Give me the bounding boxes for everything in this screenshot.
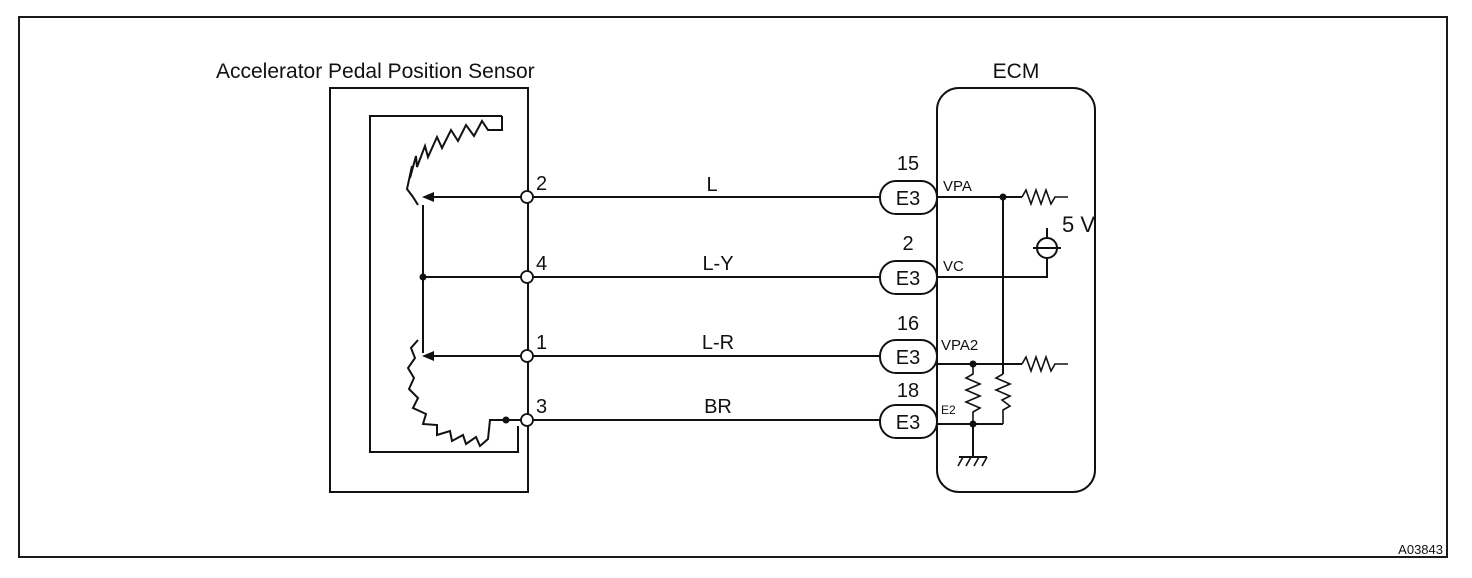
wire-color-label: L-Y [702,253,733,275]
ecm-pin-number: 16 [897,313,919,335]
diagram-id: A03843 [1398,542,1443,557]
vpa-pullup-resistor [1021,187,1068,207]
supply-voltage-label: 5 V [1062,212,1095,237]
wire-color-label: L-R [702,332,734,354]
ecm-terminal-name: VPA [943,178,972,195]
sensor-inner-frame [369,115,519,453]
connector-label: E3 [896,412,920,434]
ecm-vc-line [937,258,1048,278]
vpa2-pulldown-resistor [963,364,983,424]
sensor-pin-label: 4 [536,253,547,275]
sensor-title: Accelerator Pedal Position Sensor [216,60,535,83]
sensor-pin-terminal [520,349,534,363]
sensor-pin-label: 1 [536,332,547,354]
ecm-pin-number: 18 [897,380,919,402]
ecm-pin-number: 15 [897,153,919,175]
sensor-pin-label: 3 [536,396,547,418]
connector-label: E3 [896,268,920,290]
ecm-terminal-name: VC [943,258,964,275]
ecm-title: ECM [993,60,1040,83]
vpa-pulldown-resistor [993,373,1013,424]
ecm-terminal-name: E2 [941,403,956,417]
wire-color-label: L [706,174,717,196]
ground-icon [957,456,988,467]
ecm-connector [879,339,938,374]
upper-track-resistor [405,116,503,206]
diagram-frame [18,16,1448,558]
connector-label: E3 [896,188,920,210]
connector-label: E3 [896,347,920,369]
vpa2-pullup-resistor [1021,354,1068,374]
sensor-pin-terminal [520,413,534,427]
ecm-housing [936,87,1096,493]
lower-track-resistor [406,339,506,448]
wiper-vpa2-arrow [422,351,434,361]
ecm-pin-number: 2 [902,233,913,255]
ecm-terminal-name: VPA2 [941,337,978,354]
sensor-pin-terminal [520,190,534,204]
sensor-housing [329,87,529,493]
sensor-pin-terminal [520,270,534,284]
sensor-pin-label: 2 [536,173,547,195]
ecm-connector [879,404,938,439]
wire-color-label: BR [704,396,732,418]
wiper-vpa-arrow [422,192,434,202]
